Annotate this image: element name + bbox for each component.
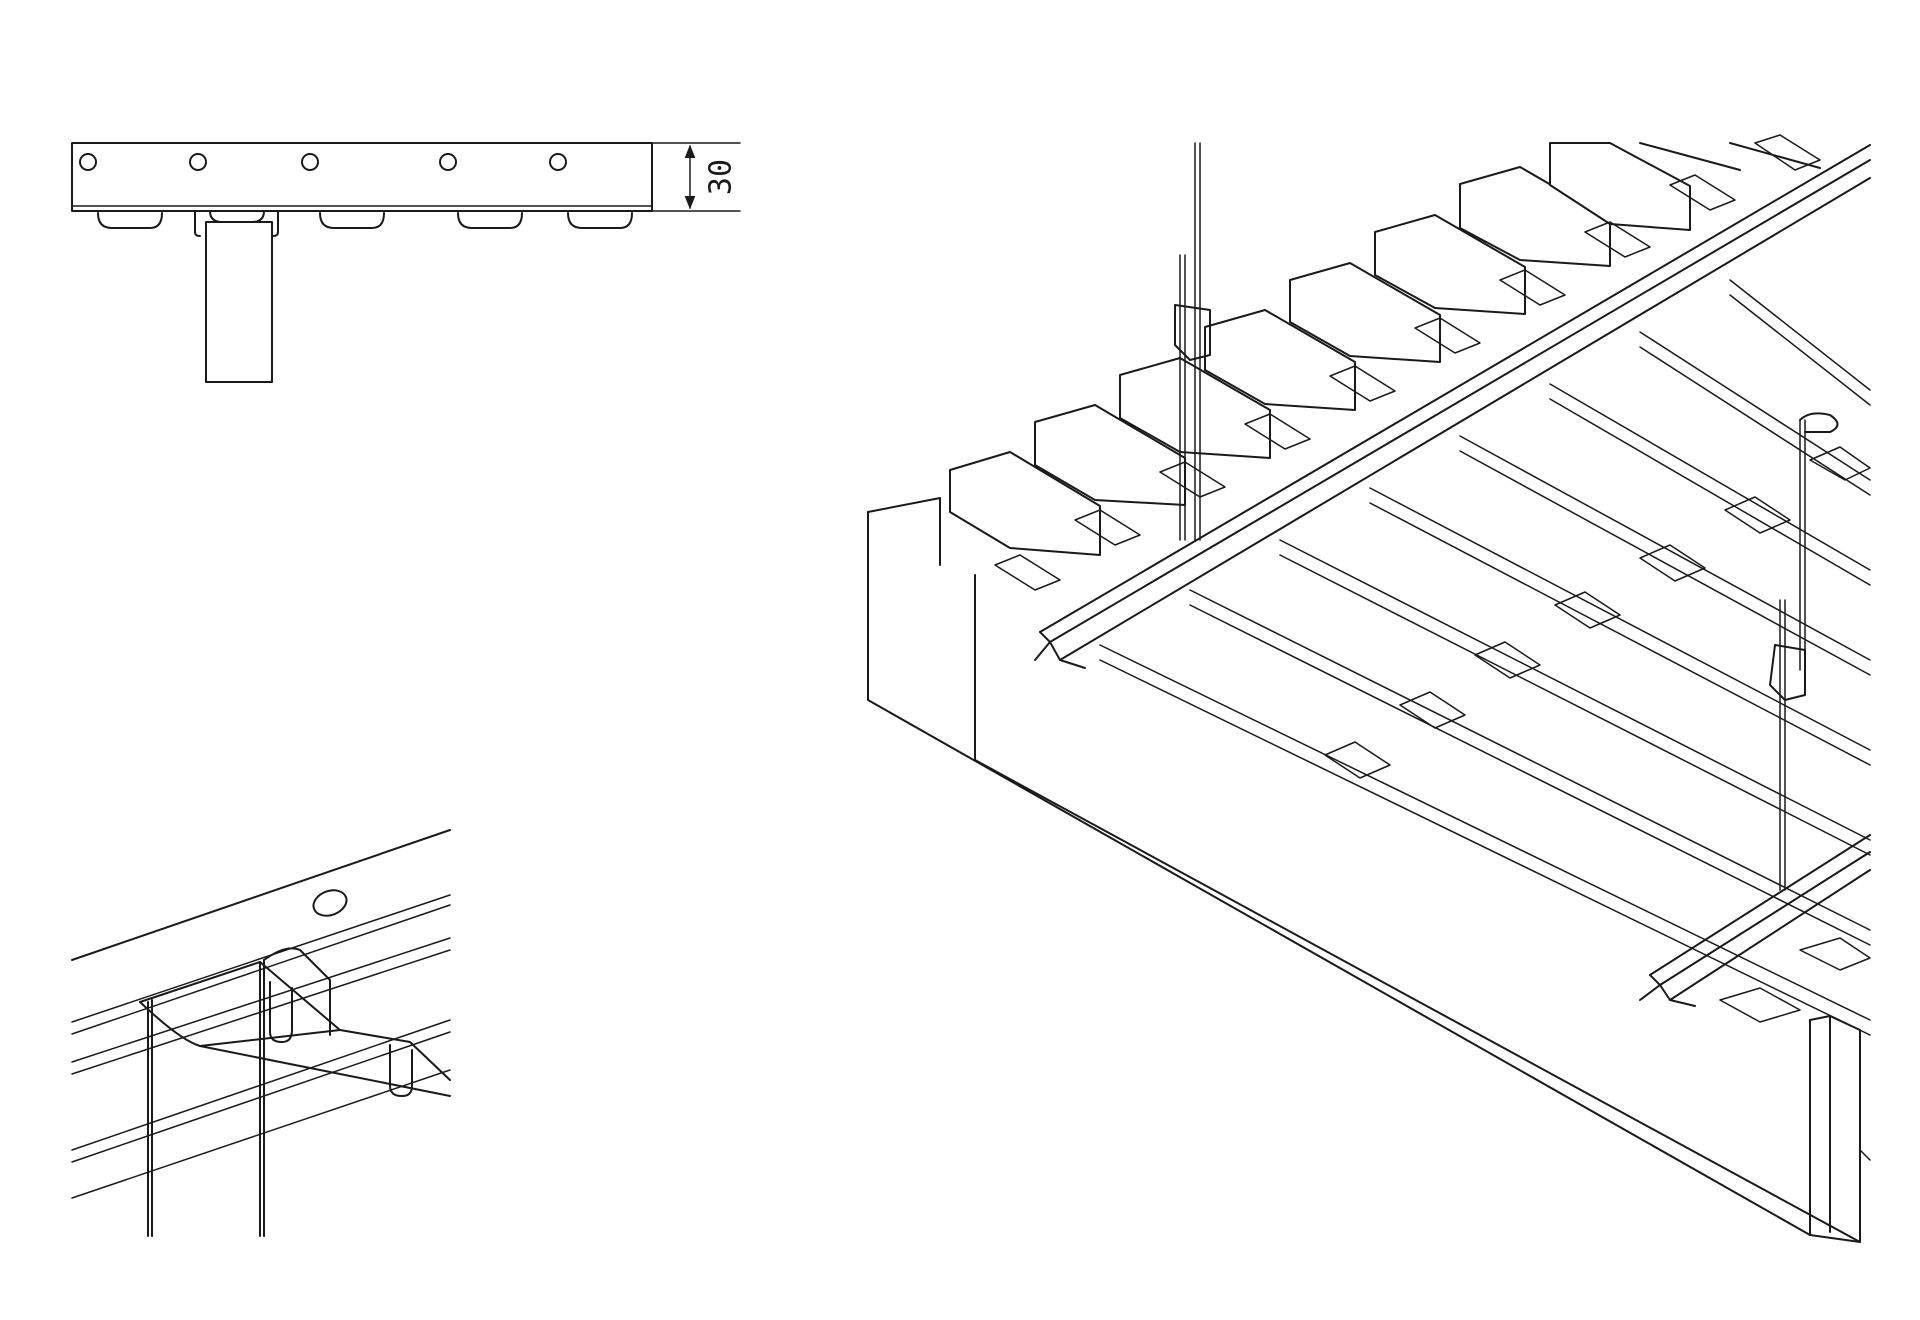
dimension-label: 30 [704, 159, 739, 195]
wall-panel-front [867, 511, 1811, 1236]
rail-hole [301, 153, 319, 171]
hanger-bracket [1769, 644, 1806, 701]
clip-hook [319, 212, 385, 229]
rail-hole [312, 889, 348, 917]
detail-view [71, 829, 451, 1237]
clip-hook [269, 981, 293, 1043]
isometric-view [867, 134, 1871, 1243]
clip-plate [139, 961, 451, 1081]
clip-hook [389, 1044, 413, 1097]
rail-hole [549, 153, 567, 171]
carrier-rail-section [71, 142, 653, 212]
rail-hole [189, 153, 207, 171]
linear-panel-section [205, 221, 273, 383]
rail-hole [439, 153, 457, 171]
hanger-rods [1174, 142, 1839, 891]
rail-clips [1324, 446, 1871, 779]
main-carrier-rail [1034, 144, 1871, 669]
clip-hook [457, 212, 523, 229]
clip-plates [994, 134, 1821, 591]
support-rails [1099, 279, 1871, 1036]
section-view: 30 [71, 142, 741, 383]
hanger-bracket [1174, 304, 1211, 361]
panel-stack [949, 142, 1821, 556]
rail-hole [79, 153, 97, 171]
clip-hook [97, 212, 163, 229]
second-carrier-rail [1639, 834, 1871, 1023]
clip-hook [567, 212, 633, 229]
